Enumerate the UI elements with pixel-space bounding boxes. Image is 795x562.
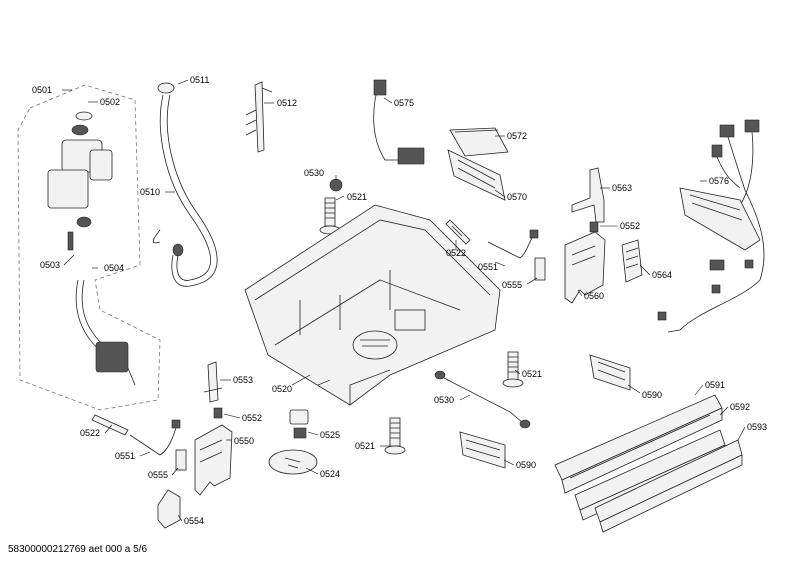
label-0552-left: 0552: [242, 413, 262, 423]
disc-0524-part: [268, 449, 318, 475]
label-0592: 0592: [730, 402, 750, 412]
label-0555-right: 0555: [502, 280, 522, 290]
part-0522-left: [91, 414, 129, 436]
cable-0551-left-part: [129, 419, 181, 456]
label-0522-left: 0522: [80, 428, 100, 438]
part-0554: [157, 489, 181, 529]
label-0564: 0564: [652, 270, 672, 280]
part-0525: [289, 409, 309, 439]
label-0572: 0572: [507, 131, 527, 141]
label-0575: 0575: [394, 98, 414, 108]
label-0522-right: 0522: [446, 248, 466, 258]
part-0572: [449, 127, 509, 157]
label-0521-mid: 0521: [522, 369, 542, 379]
bracket-0553-part: [203, 361, 223, 403]
label-0502: 0502: [100, 97, 120, 107]
label-0551-left: 0551: [115, 451, 135, 461]
label-0504: 0504: [104, 263, 124, 273]
label-0510: 0510: [140, 187, 160, 197]
label-0521-top: 0521: [347, 192, 367, 202]
screw-0552-right-part: [589, 221, 599, 233]
label-0554: 0554: [184, 516, 204, 526]
panel-0591-part: [554, 394, 723, 494]
bracket-0550-part: [194, 424, 233, 496]
label-0591: 0591: [705, 380, 725, 390]
assembly-0501-dashed-outline: [17, 84, 161, 411]
drain-hose-0504-part: [75, 279, 136, 386]
part-0590-lower: [459, 431, 506, 469]
inlet-hose-0510-part: [152, 82, 218, 287]
label-0590-upper: 0590: [642, 390, 662, 400]
part-labels: 0501 0502 0503 0504 0510 0511 0512 0520 …: [32, 75, 767, 526]
cable-0575-part: [373, 79, 425, 165]
part-0522-right: [445, 219, 471, 245]
screw-0552-left-part: [213, 407, 223, 419]
label-0530-top: 0530: [304, 168, 324, 178]
document-reference-footer: 58300000212769 aet 000 a 5/6: [8, 544, 147, 555]
part-0590-upper: [589, 354, 631, 391]
leader-lines: [62, 79, 746, 522]
foot-screw-0521-top-part: [319, 197, 341, 235]
panel-0593-part: [594, 439, 743, 533]
connector-0564-part: [621, 239, 643, 283]
label-0560: 0560: [584, 291, 604, 301]
label-0530-bottom: 0530: [434, 395, 454, 405]
wiring-harness-0576-part: [657, 119, 765, 333]
label-0552-right: 0552: [620, 221, 640, 231]
label-0503: 0503: [40, 260, 60, 270]
label-0501: 0501: [32, 85, 52, 95]
label-0550: 0550: [234, 436, 254, 446]
bracket-0560-part: [564, 231, 606, 304]
label-0521-bottom: 0521: [355, 441, 375, 451]
bracket-0563-part: [571, 167, 605, 223]
clip-0555-left-part: [175, 449, 187, 471]
label-0520: 0520: [272, 384, 292, 394]
foot-screw-0521-mid-part: [502, 351, 524, 388]
label-0563: 0563: [612, 183, 632, 193]
label-0593: 0593: [747, 422, 767, 432]
water-inlet-valve-part: [47, 111, 113, 251]
label-0524: 0524: [320, 469, 340, 479]
label-0555-left: 0555: [148, 470, 168, 480]
foot-screw-0521-bottom-part: [384, 417, 406, 455]
label-0570: 0570: [507, 192, 527, 202]
clip-0555-right-part: [534, 257, 546, 281]
label-0553: 0553: [233, 375, 253, 385]
label-0525: 0525: [320, 430, 340, 440]
base-0520-part: [244, 204, 501, 406]
foot-0530-top-part: [329, 178, 343, 192]
label-0511: 0511: [190, 75, 209, 85]
label-0512: 0512: [277, 98, 297, 108]
label-0551-right: 0551: [478, 262, 498, 272]
cable-0551-right-part: [487, 229, 539, 259]
label-0590-lower: 0590: [516, 460, 536, 470]
part-0570: [447, 149, 506, 201]
cable-0530-part: [434, 370, 531, 429]
clip-0512-part: [245, 81, 273, 153]
label-0576: 0576: [709, 176, 729, 186]
